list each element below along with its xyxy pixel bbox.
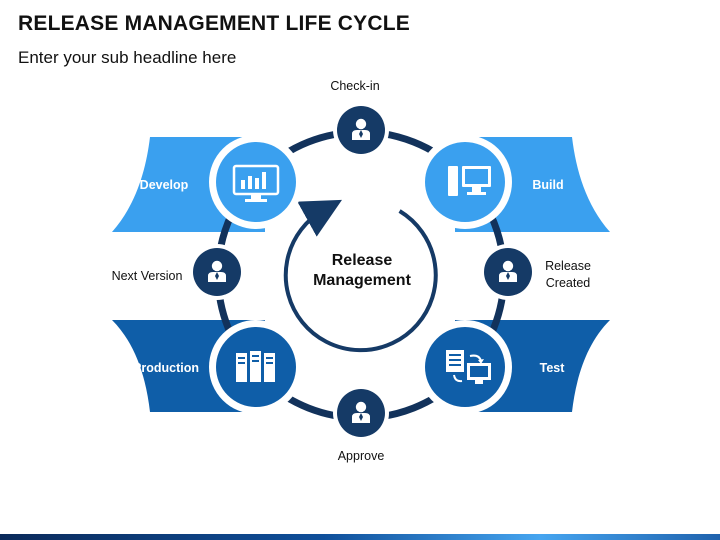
page-subtitle: Enter your sub headline here <box>18 48 237 67</box>
milestone-checkin <box>333 102 389 158</box>
milestone-next-version-label: Next Version <box>112 269 183 283</box>
stage-production-label: Production <box>133 361 199 375</box>
stage-build <box>418 135 512 229</box>
footer-bar <box>0 534 720 540</box>
milestone-approve <box>333 385 389 441</box>
milestone-approve-label: Approve <box>338 449 385 463</box>
page-title: RELEASE MANAGEMENT LIFE CYCLE <box>18 12 410 35</box>
monitor-chart-icon <box>232 164 280 202</box>
center-cycle-arrow <box>283 199 438 353</box>
milestone-next-version <box>189 244 245 300</box>
stage-production <box>209 320 303 414</box>
center-title-line1: Release <box>332 252 393 269</box>
milestone-release-created <box>480 244 536 300</box>
desktop-computer-icon <box>448 166 491 196</box>
stage-develop <box>209 135 303 229</box>
stage-test-label: Test <box>540 361 566 375</box>
stage-test <box>418 320 512 414</box>
stage-develop-label: Develop <box>140 178 189 192</box>
center-title-line2: Management <box>313 272 411 289</box>
server-transfer-icon <box>446 350 491 384</box>
milestone-release-created-line2: Created <box>546 276 591 290</box>
stage-build-label: Build <box>532 178 563 192</box>
milestone-release-created-line1: Release <box>545 259 591 273</box>
server-rack-icon <box>236 351 275 382</box>
milestone-checkin-label: Check-in <box>330 79 379 93</box>
